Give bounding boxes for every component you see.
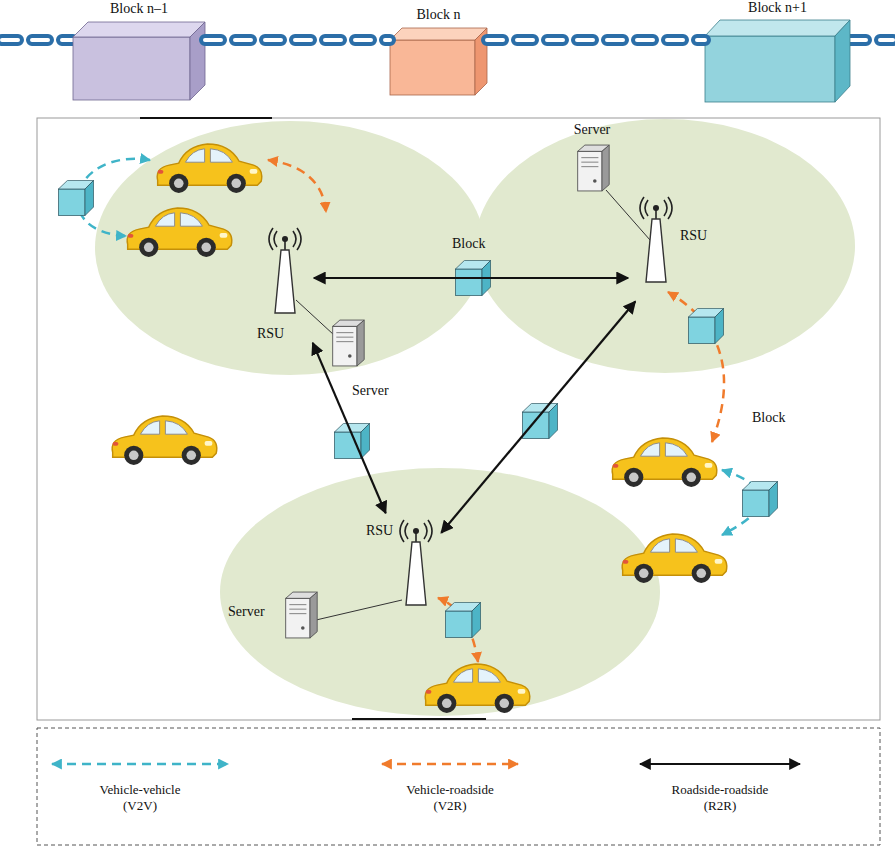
server-icon xyxy=(578,145,610,191)
block-label: Block xyxy=(752,410,785,426)
chain-block: Block n+1 xyxy=(705,0,850,102)
block-label: Block xyxy=(452,236,485,252)
server-icon xyxy=(286,592,318,638)
rsu-label: RSU xyxy=(257,326,284,342)
chain-link xyxy=(205,40,390,41)
server-label: Server xyxy=(352,383,389,399)
panel xyxy=(37,118,880,720)
data-block xyxy=(742,481,777,516)
server-icon xyxy=(333,320,365,366)
vehicle xyxy=(612,438,717,487)
coverage-cell xyxy=(475,119,855,373)
v2r-arrow xyxy=(268,160,326,212)
data-block xyxy=(445,602,480,637)
wire xyxy=(316,600,402,620)
data-block xyxy=(522,403,557,438)
server-label: Server xyxy=(552,122,632,138)
vehicle xyxy=(157,144,262,193)
data-block xyxy=(58,180,93,215)
chain-block xyxy=(705,20,850,102)
block-label: Block n xyxy=(390,7,487,23)
chain-block: Block n xyxy=(390,0,487,95)
vehicle xyxy=(127,208,232,257)
rsu-node: RSU xyxy=(362,515,440,612)
r2r-arrow xyxy=(313,343,386,513)
r2r-arrow xyxy=(313,343,386,513)
rsu-label: RSU xyxy=(366,523,393,539)
server-node: Server xyxy=(552,121,632,195)
chain-link xyxy=(205,38,390,42)
server-node: Server xyxy=(325,318,403,402)
rule xyxy=(140,117,272,119)
vehicle xyxy=(425,664,530,713)
legend-text: Vehicle-vehicle (V2V) xyxy=(81,782,199,814)
coverage-cell xyxy=(95,121,485,375)
r2r-arrow xyxy=(314,278,628,279)
v2r-arrow xyxy=(668,292,724,442)
legend-sample xyxy=(52,763,228,766)
block-label: Block n+1 xyxy=(705,0,850,16)
legend-sample xyxy=(382,763,518,766)
data-block xyxy=(334,423,369,458)
server-label: Server xyxy=(228,604,265,620)
legend-sample xyxy=(640,763,800,765)
legend-frame xyxy=(37,728,880,845)
legend-text: Roadside-roadside (R2R) xyxy=(658,782,782,814)
chain-block xyxy=(390,28,487,95)
server-node: Server xyxy=(225,585,325,650)
chain-link xyxy=(487,38,705,42)
chain-block: Block n–1 xyxy=(73,0,205,100)
r2r-arrow xyxy=(441,302,635,533)
block-label: Block n–1 xyxy=(73,1,205,17)
vehicle xyxy=(112,416,217,465)
vehicle xyxy=(622,534,727,583)
r2r-arrow xyxy=(314,277,628,279)
legend-text: Vehicle-roadside (V2R) xyxy=(391,782,509,814)
rsu-tower xyxy=(400,520,432,605)
r2r-arrow xyxy=(441,302,635,533)
rsu-tower xyxy=(269,228,301,313)
chain-link xyxy=(205,34,390,46)
wire xyxy=(296,300,334,335)
chain-link xyxy=(487,34,705,46)
rule xyxy=(352,718,486,720)
chain-block xyxy=(73,22,205,100)
rsu-tower xyxy=(640,197,672,282)
coverage-cell xyxy=(220,468,660,716)
rsu-label: RSU xyxy=(680,228,707,244)
rsu-node: RSU xyxy=(255,222,312,346)
data-block xyxy=(688,308,723,343)
rsu-node: RSU xyxy=(630,195,722,300)
chain-link xyxy=(487,40,705,41)
